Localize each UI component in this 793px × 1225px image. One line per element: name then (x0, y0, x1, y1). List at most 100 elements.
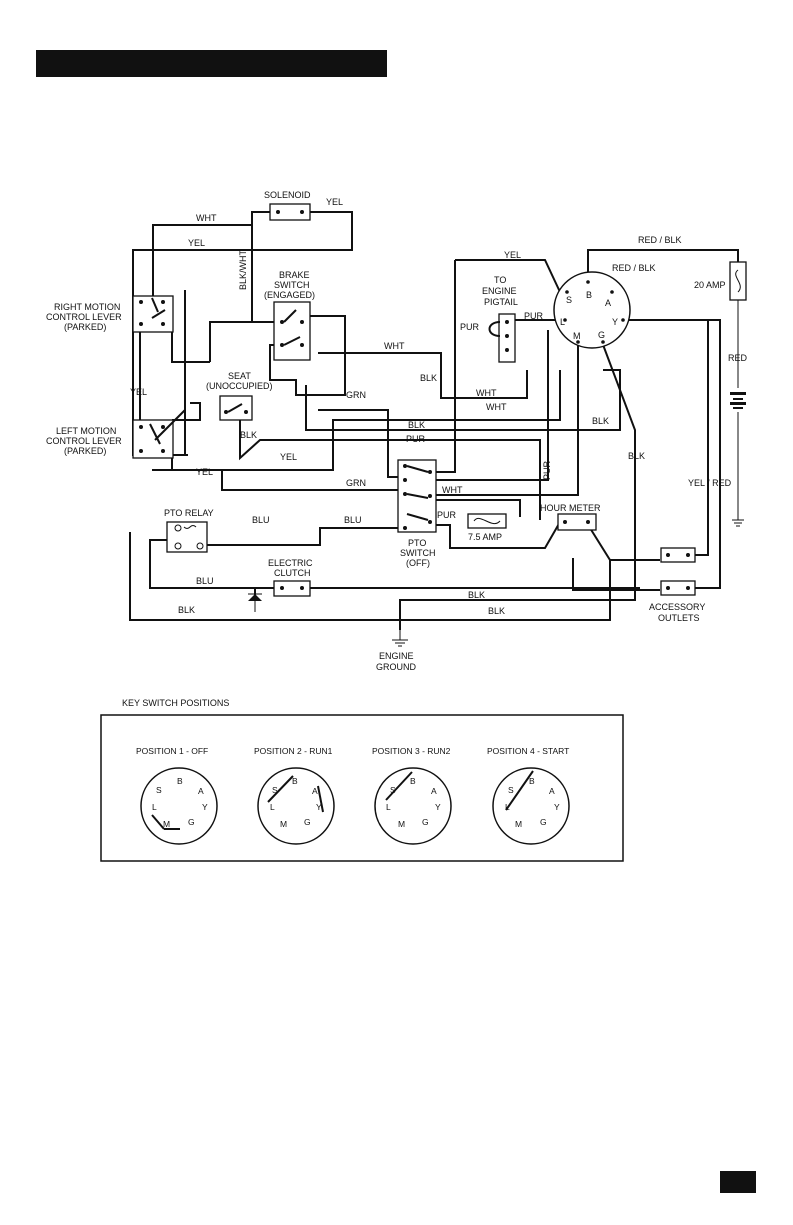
svg-text:OUTLETS: OUTLETS (658, 613, 700, 623)
svg-text:BLK: BLK (178, 605, 195, 615)
key-switch: S B A L Y M G (553, 271, 631, 349)
svg-text:BRAKE: BRAKE (279, 270, 310, 280)
svg-text:YEL: YEL (504, 250, 521, 260)
svg-text:BLU: BLU (252, 515, 270, 525)
svg-text:BLK/WHT: BLK/WHT (238, 249, 248, 290)
svg-text:M: M (398, 819, 405, 829)
page-number-box (720, 1171, 756, 1193)
svg-text:CLUTCH: CLUTCH (274, 568, 311, 578)
pto-relay: PTO RELAY (164, 508, 214, 553)
pto-switch: PTO SWITCH (OFF) (397, 459, 437, 568)
svg-text:L: L (560, 317, 565, 327)
svg-text:PTO RELAY: PTO RELAY (164, 508, 214, 518)
svg-text:ENGINE: ENGINE (379, 651, 414, 661)
svg-text:L: L (270, 802, 275, 812)
key-switch-positions-panel (100, 714, 624, 862)
diode-icon (248, 593, 262, 612)
chassis-ground-icon (732, 519, 744, 527)
battery-icon (730, 392, 746, 409)
svg-text:G: G (598, 330, 605, 340)
hour-meter: HOUR METER (540, 503, 601, 531)
svg-text:A: A (312, 786, 318, 796)
svg-text:B: B (410, 776, 416, 786)
svg-text:RIGHT MOTION: RIGHT MOTION (54, 302, 120, 312)
wires (129, 211, 739, 640)
svg-text:A: A (605, 298, 611, 308)
svg-text:POSITION 2 - RUN1: POSITION 2 - RUN1 (254, 746, 333, 756)
svg-text:BLU: BLU (344, 515, 362, 525)
svg-text:PUR: PUR (460, 322, 480, 332)
svg-text:BLK: BLK (488, 606, 505, 616)
svg-text:WHT: WHT (442, 485, 463, 495)
svg-text:A: A (549, 786, 555, 796)
svg-text:BLK: BLK (468, 590, 485, 600)
section-header-bar (36, 50, 387, 77)
svg-text:G: G (304, 817, 311, 827)
key-position-4: POSITION 4 - START BS AL YM G (487, 746, 570, 845)
svg-text:G: G (422, 817, 429, 827)
svg-text:PTO: PTO (408, 538, 426, 548)
svg-text:S: S (566, 295, 572, 305)
svg-text:SWITCH: SWITCH (400, 548, 436, 558)
svg-text:7.5 AMP: 7.5 AMP (468, 532, 502, 542)
svg-text:BLK: BLK (240, 430, 257, 440)
svg-text:WHT: WHT (196, 213, 217, 223)
svg-text:(OFF): (OFF) (406, 558, 430, 568)
svg-text:GRN: GRN (346, 478, 366, 488)
fuse-20-amp: 20 AMP (694, 261, 747, 301)
svg-text:RED: RED (728, 353, 748, 363)
svg-text:B: B (292, 776, 298, 786)
svg-text:POSITION 4 - START: POSITION 4 - START (487, 746, 569, 756)
svg-text:LEFT MOTION: LEFT MOTION (56, 426, 116, 436)
right-lever: RIGHT MOTION CONTROL LEVER (PARKED) (46, 295, 174, 333)
svg-text:B: B (529, 776, 535, 786)
svg-text:TO: TO (494, 275, 506, 285)
svg-text:YEL: YEL (280, 452, 297, 462)
svg-text:Y: Y (554, 802, 560, 812)
svg-text:PUR: PUR (437, 510, 457, 520)
seat-switch: SEAT (UNOCCUPIED) (206, 371, 273, 421)
fuse-7-5-amp: 7.5 AMP (467, 513, 507, 542)
svg-text:Y: Y (612, 317, 618, 327)
svg-text:G: G (188, 817, 195, 827)
svg-text:S: S (508, 785, 514, 795)
svg-text:BLK: BLK (628, 451, 645, 461)
brake-switch: BRAKE SWITCH (ENGAGED) (264, 270, 315, 361)
svg-text:ENGINE: ENGINE (482, 286, 517, 296)
svg-text:SOLENOID: SOLENOID (264, 190, 311, 200)
svg-text:(PARKED): (PARKED) (64, 322, 106, 332)
svg-text:POSITION 1 - OFF: POSITION 1 - OFF (136, 746, 208, 756)
svg-text:B: B (177, 776, 183, 786)
svg-text:YEL / RED: YEL / RED (688, 478, 732, 488)
svg-text:YEL: YEL (196, 467, 213, 477)
svg-text:20 AMP: 20 AMP (694, 280, 726, 290)
svg-text:ELECTRIC: ELECTRIC (268, 558, 313, 568)
svg-text:YEL: YEL (188, 238, 205, 248)
svg-text:BLK: BLK (408, 420, 425, 430)
svg-text:(ENGAGED): (ENGAGED) (264, 290, 315, 300)
svg-text:CONTROL LEVER: CONTROL LEVER (46, 312, 122, 322)
svg-text:BLK: BLK (420, 373, 437, 383)
svg-text:BLK: BLK (592, 416, 609, 426)
key-position-2: POSITION 2 - RUN1 BS AL YM G (254, 746, 335, 845)
svg-text:M: M (515, 819, 522, 829)
svg-text:WHT: WHT (384, 341, 405, 351)
engine-pigtail: TO ENGINE PIGTAIL (482, 275, 518, 363)
svg-text:A: A (431, 786, 437, 796)
svg-text:Y: Y (202, 802, 208, 812)
svg-text:WHT: WHT (476, 388, 497, 398)
svg-text:A: A (198, 786, 204, 796)
solenoid: SOLENOID (264, 190, 311, 221)
svg-text:Y: Y (435, 802, 441, 812)
svg-text:GRN: GRN (346, 390, 366, 400)
svg-text:B: B (586, 290, 592, 300)
svg-text:PUR: PUR (524, 311, 544, 321)
svg-text:M: M (280, 819, 287, 829)
engine-ground: ENGINE GROUND (376, 639, 416, 672)
svg-text:RED / BLK: RED / BLK (638, 235, 682, 245)
svg-text:M: M (573, 331, 581, 341)
svg-text:WHT: WHT (486, 402, 507, 412)
svg-text:RED / BLK: RED / BLK (612, 263, 656, 273)
svg-text:SWITCH: SWITCH (274, 280, 310, 290)
